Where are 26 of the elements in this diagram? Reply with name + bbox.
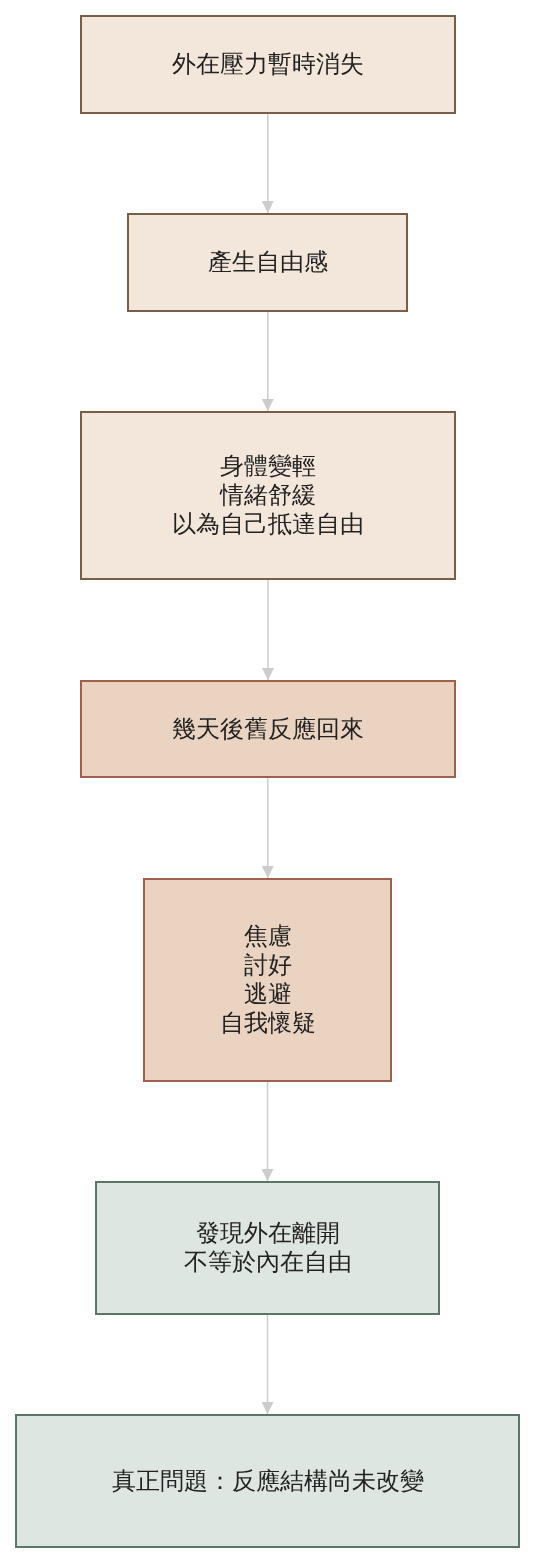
arrow xyxy=(261,113,274,214)
node-text: 幾天後舊反應回來 xyxy=(172,714,364,744)
node-text: 發現外在離開 xyxy=(195,1219,340,1248)
process-box xyxy=(143,878,392,1082)
process-box xyxy=(80,411,456,580)
arrow xyxy=(261,1081,274,1182)
arrow xyxy=(261,311,274,412)
process-box xyxy=(80,680,456,778)
node-text: 身體變輕 xyxy=(220,452,316,482)
node-text: 自我懷疑 xyxy=(219,1008,316,1038)
node-text: 外在壓力暫時消失 xyxy=(172,50,364,79)
process-box xyxy=(127,213,408,312)
node-text: 焦慮 xyxy=(243,922,292,952)
node-text: 以為自己抵達自由 xyxy=(172,509,364,539)
node-text: 產生自由感 xyxy=(207,248,328,277)
node-text: 不等於內在自由 xyxy=(183,1248,352,1277)
arrow xyxy=(261,777,274,879)
node-text: 討好 xyxy=(243,951,292,980)
process-box xyxy=(15,1414,520,1548)
process-box xyxy=(95,1181,440,1315)
node-text: 逃避 xyxy=(243,980,292,1009)
node-text: 情緒舒緩 xyxy=(220,481,316,510)
process-box xyxy=(80,15,456,114)
node-text: 真正問題：反應結構尚未改變 xyxy=(111,1466,424,1496)
arrow xyxy=(261,1314,274,1415)
arrow xyxy=(262,579,274,681)
